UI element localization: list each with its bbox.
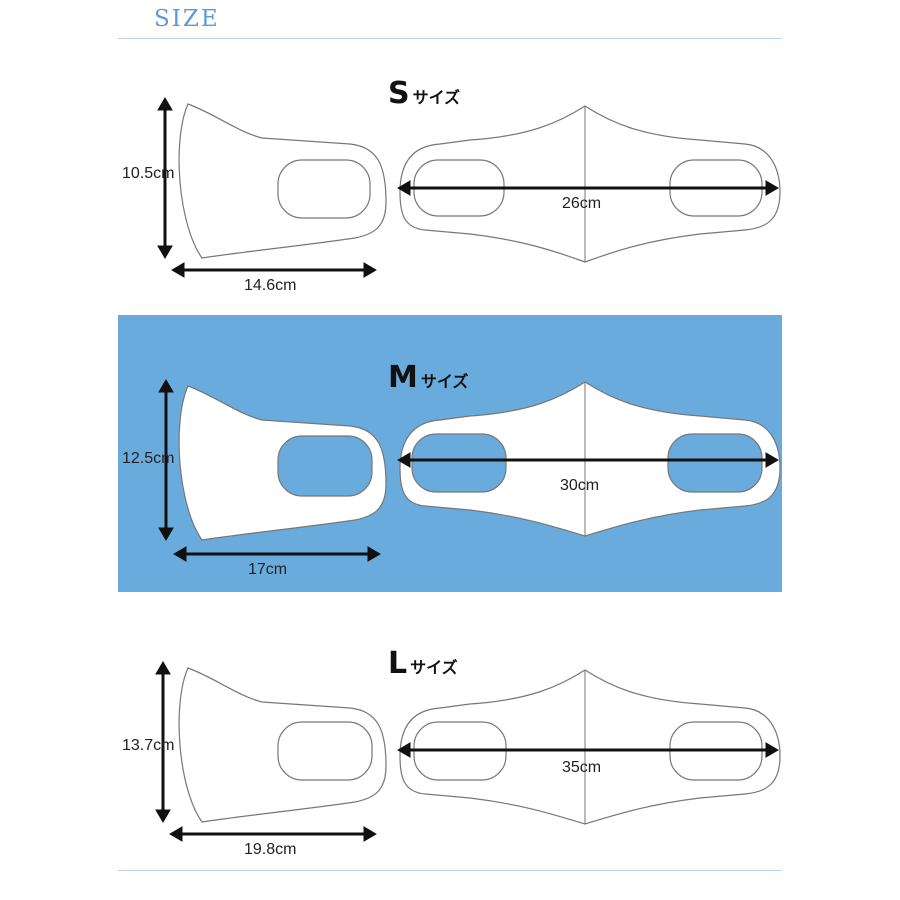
side-mask-ear-hole (277, 435, 373, 497)
front-mask-illustration (399, 669, 781, 825)
front-mask-left-hole (411, 433, 507, 493)
side-width-label: 14.6cm (244, 277, 297, 294)
height-arrow (158, 379, 174, 541)
footer-divider (118, 870, 782, 871)
side-width-label: 17cm (248, 561, 288, 578)
size-letter: L (388, 646, 408, 681)
side-mask-illustration (178, 385, 387, 541)
page-title: SIZE (154, 6, 220, 32)
side-mask-illustration (178, 103, 387, 259)
side-width-arrow (169, 826, 377, 842)
mask-diagram (157, 97, 781, 278)
height-label: 12.5cm (122, 450, 175, 467)
mask-diagram (158, 379, 781, 562)
size-letter: S (388, 76, 410, 111)
side-width-arrow (173, 546, 381, 562)
size-suffix: サイズ (412, 88, 461, 107)
height-label: 10.5cm (122, 165, 175, 182)
front-mask-right-hole (667, 433, 763, 493)
height-arrow (157, 97, 173, 259)
front-width-arrow (397, 180, 779, 196)
side-mask-illustration (178, 667, 387, 823)
front-width-label: 35cm (562, 759, 602, 776)
size-letter: M (388, 360, 418, 395)
front-width-label: 30cm (560, 477, 600, 494)
front-mask-illustration (399, 105, 781, 263)
front-width-label: 26cm (562, 195, 602, 212)
height-label: 13.7cm (122, 737, 175, 754)
side-mask-ear-hole (277, 159, 371, 219)
header-divider (118, 38, 782, 39)
size-suffix: サイズ (420, 372, 469, 391)
mask-diagram (155, 661, 781, 842)
side-mask-ear-hole (277, 721, 373, 781)
front-width-arrow (397, 452, 779, 468)
front-width-arrow (397, 742, 779, 758)
side-width-label: 19.8cm (244, 841, 297, 858)
height-arrow (155, 661, 171, 823)
side-width-arrow (171, 262, 377, 278)
size-suffix: サイズ (410, 658, 458, 677)
